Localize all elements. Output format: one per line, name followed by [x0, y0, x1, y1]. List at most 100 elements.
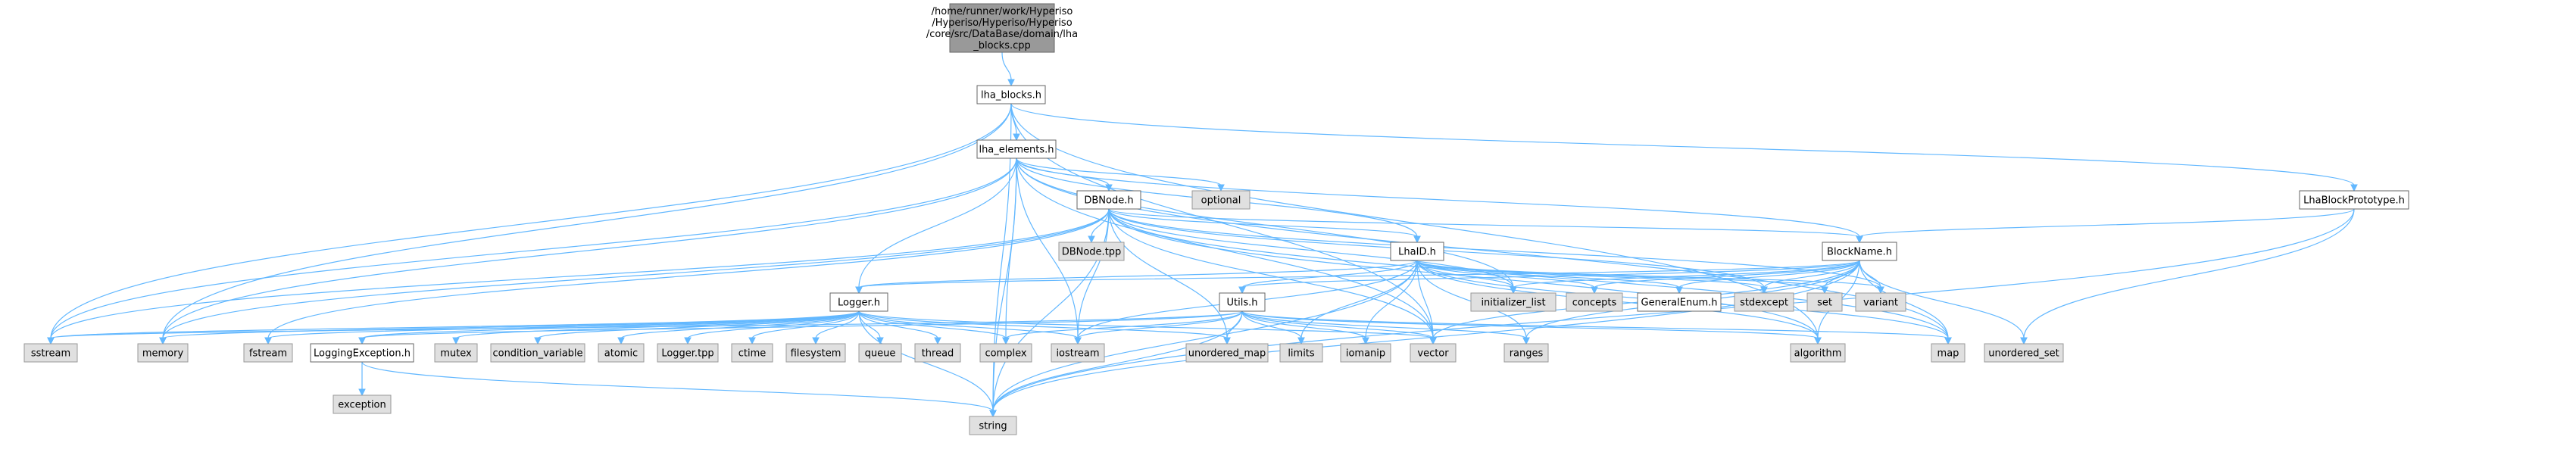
node-box: [976, 139, 1057, 159]
node-box: [1806, 292, 1843, 312]
node-label: LhaID.h: [1398, 247, 1436, 258]
node-set: set: [1806, 292, 1843, 312]
edge-LhaBlockPrototype-to-BlockName: [1856, 208, 2355, 244]
node-lha_blocks[interactable]: lha_blocks.h: [976, 85, 1046, 104]
node-label: unordered_set: [1988, 348, 2059, 360]
node-box: [1076, 190, 1141, 210]
node-DBNode[interactable]: DBNode.h: [1076, 190, 1141, 210]
edge-line: [162, 157, 1017, 339]
edge-Logger-to-condition_variable: [534, 310, 860, 345]
edge-line: [1416, 260, 1514, 288]
edge-line: [992, 208, 2355, 412]
edge-arrowhead: [812, 337, 820, 345]
edge-line: [858, 260, 1418, 288]
node-GeneralEnum[interactable]: GeneralEnum.h: [1637, 292, 1722, 312]
edge-arrowhead: [1856, 235, 1863, 244]
node-box: [1734, 292, 1794, 312]
edge-Utils-to-algorithm: [1241, 310, 1822, 345]
edge-line: [858, 310, 1079, 339]
edge-arrowhead: [748, 337, 756, 345]
node-label: ctime: [738, 348, 767, 360]
edge-DBNode-to-BlockName: [1108, 208, 1863, 244]
edge-LoggingException-to-string: [361, 361, 997, 418]
edge-arrowhead: [934, 337, 941, 345]
node-Logger[interactable]: Logger.h: [829, 292, 888, 312]
edge-line: [361, 361, 994, 412]
node-label: concepts: [1572, 298, 1617, 309]
edge-line: [1005, 310, 1243, 339]
node-label: set: [1817, 298, 1832, 309]
edge-Logger-to-atomic: [617, 310, 860, 345]
node-LhaID[interactable]: LhaID.h: [1390, 242, 1444, 261]
edge-LhaID-to-GeneralEnum: [1416, 260, 1683, 295]
edge-LoggingException-to-exception: [358, 362, 366, 397]
edge-lha_blocks-to-LhaBlockPrototype: [1010, 103, 2358, 192]
edge-line: [1416, 260, 1765, 288]
edge-line: [858, 310, 1228, 339]
node-box: [1822, 242, 1897, 261]
node-label: /core/src/DataBase/domain/lha: [926, 29, 1078, 40]
edge-line: [537, 310, 860, 339]
edge-line: [1594, 260, 1860, 288]
node-ctime: ctime: [731, 343, 773, 363]
node-string: string: [969, 416, 1017, 435]
edge-line: [50, 103, 1012, 339]
edge-line: [1001, 51, 1012, 81]
node-filesystem: filesystem: [785, 343, 846, 363]
edge-line: [50, 157, 1017, 339]
node-box: [1051, 343, 1105, 363]
edge-arrowhead: [855, 286, 863, 295]
edge-LhaID-to-concepts: [1416, 260, 1598, 295]
edge-line: [267, 208, 1110, 339]
edge-Logger-to-iostream: [858, 310, 1082, 345]
node-LoggingException[interactable]: LoggingException.h: [310, 343, 414, 363]
node-label: algorithm: [1794, 348, 1842, 360]
node-box: [1984, 343, 2064, 363]
edge-arrowhead: [1675, 286, 1683, 295]
edge-line: [50, 310, 1243, 339]
node-label: _blocks.cpp: [973, 40, 1031, 51]
node-label: thread: [922, 348, 954, 360]
node-Utils[interactable]: Utils.h: [1219, 292, 1266, 312]
node-label: complex: [985, 348, 1026, 360]
node-box: [243, 343, 293, 363]
edge-line: [162, 103, 1012, 339]
node-label: filesystem: [791, 348, 841, 360]
edge-line: [1226, 310, 1243, 339]
node-BlockName[interactable]: BlockName.h: [1822, 242, 1897, 261]
node-label: /home/runner/work/Hyperiso: [932, 6, 1073, 17]
node-label: variant: [1863, 298, 1898, 309]
node-queue: queue: [858, 343, 902, 363]
node-label: Logger.tpp: [661, 348, 713, 360]
edge-Utils-to-map: [1241, 310, 1952, 345]
node-concepts: concepts: [1566, 292, 1623, 312]
node-iostream: iostream: [1051, 343, 1105, 363]
edge-arrowhead: [1429, 337, 1437, 345]
edge-arrowhead: [1002, 337, 1010, 345]
edge-arrowhead: [1591, 286, 1598, 295]
node-label: optional: [1201, 195, 1241, 207]
edge-arrowhead: [1760, 286, 1768, 295]
edge-line: [992, 260, 1418, 412]
node-label: limits: [1288, 348, 1315, 360]
node-box: [434, 343, 478, 363]
edge-arrowhead: [1362, 337, 1369, 345]
edge-line: [1108, 208, 1949, 339]
node-label: DBNode.tpp: [1062, 247, 1122, 258]
node-box: [1340, 343, 1391, 363]
node-box: [1410, 343, 1457, 363]
edge-arrowhead: [684, 337, 692, 345]
node-thread: thread: [914, 343, 961, 363]
node-LhaBlockPrototype[interactable]: LhaBlockPrototype.h: [2299, 190, 2409, 210]
edge-arrowhead: [1074, 337, 1082, 345]
node-Loggertpp: Logger.tpp: [657, 343, 719, 363]
node-box: [1219, 292, 1266, 312]
node-lha_elements[interactable]: lha_elements.h: [976, 139, 1057, 159]
edge-arrowhead: [1944, 337, 1952, 345]
edge-line: [858, 310, 1434, 339]
edge-line: [162, 208, 1110, 339]
node-box: [858, 343, 902, 363]
node-box: [731, 343, 773, 363]
node-label: exception: [338, 400, 386, 411]
edge-DBNode-to-sstream: [47, 208, 1110, 345]
